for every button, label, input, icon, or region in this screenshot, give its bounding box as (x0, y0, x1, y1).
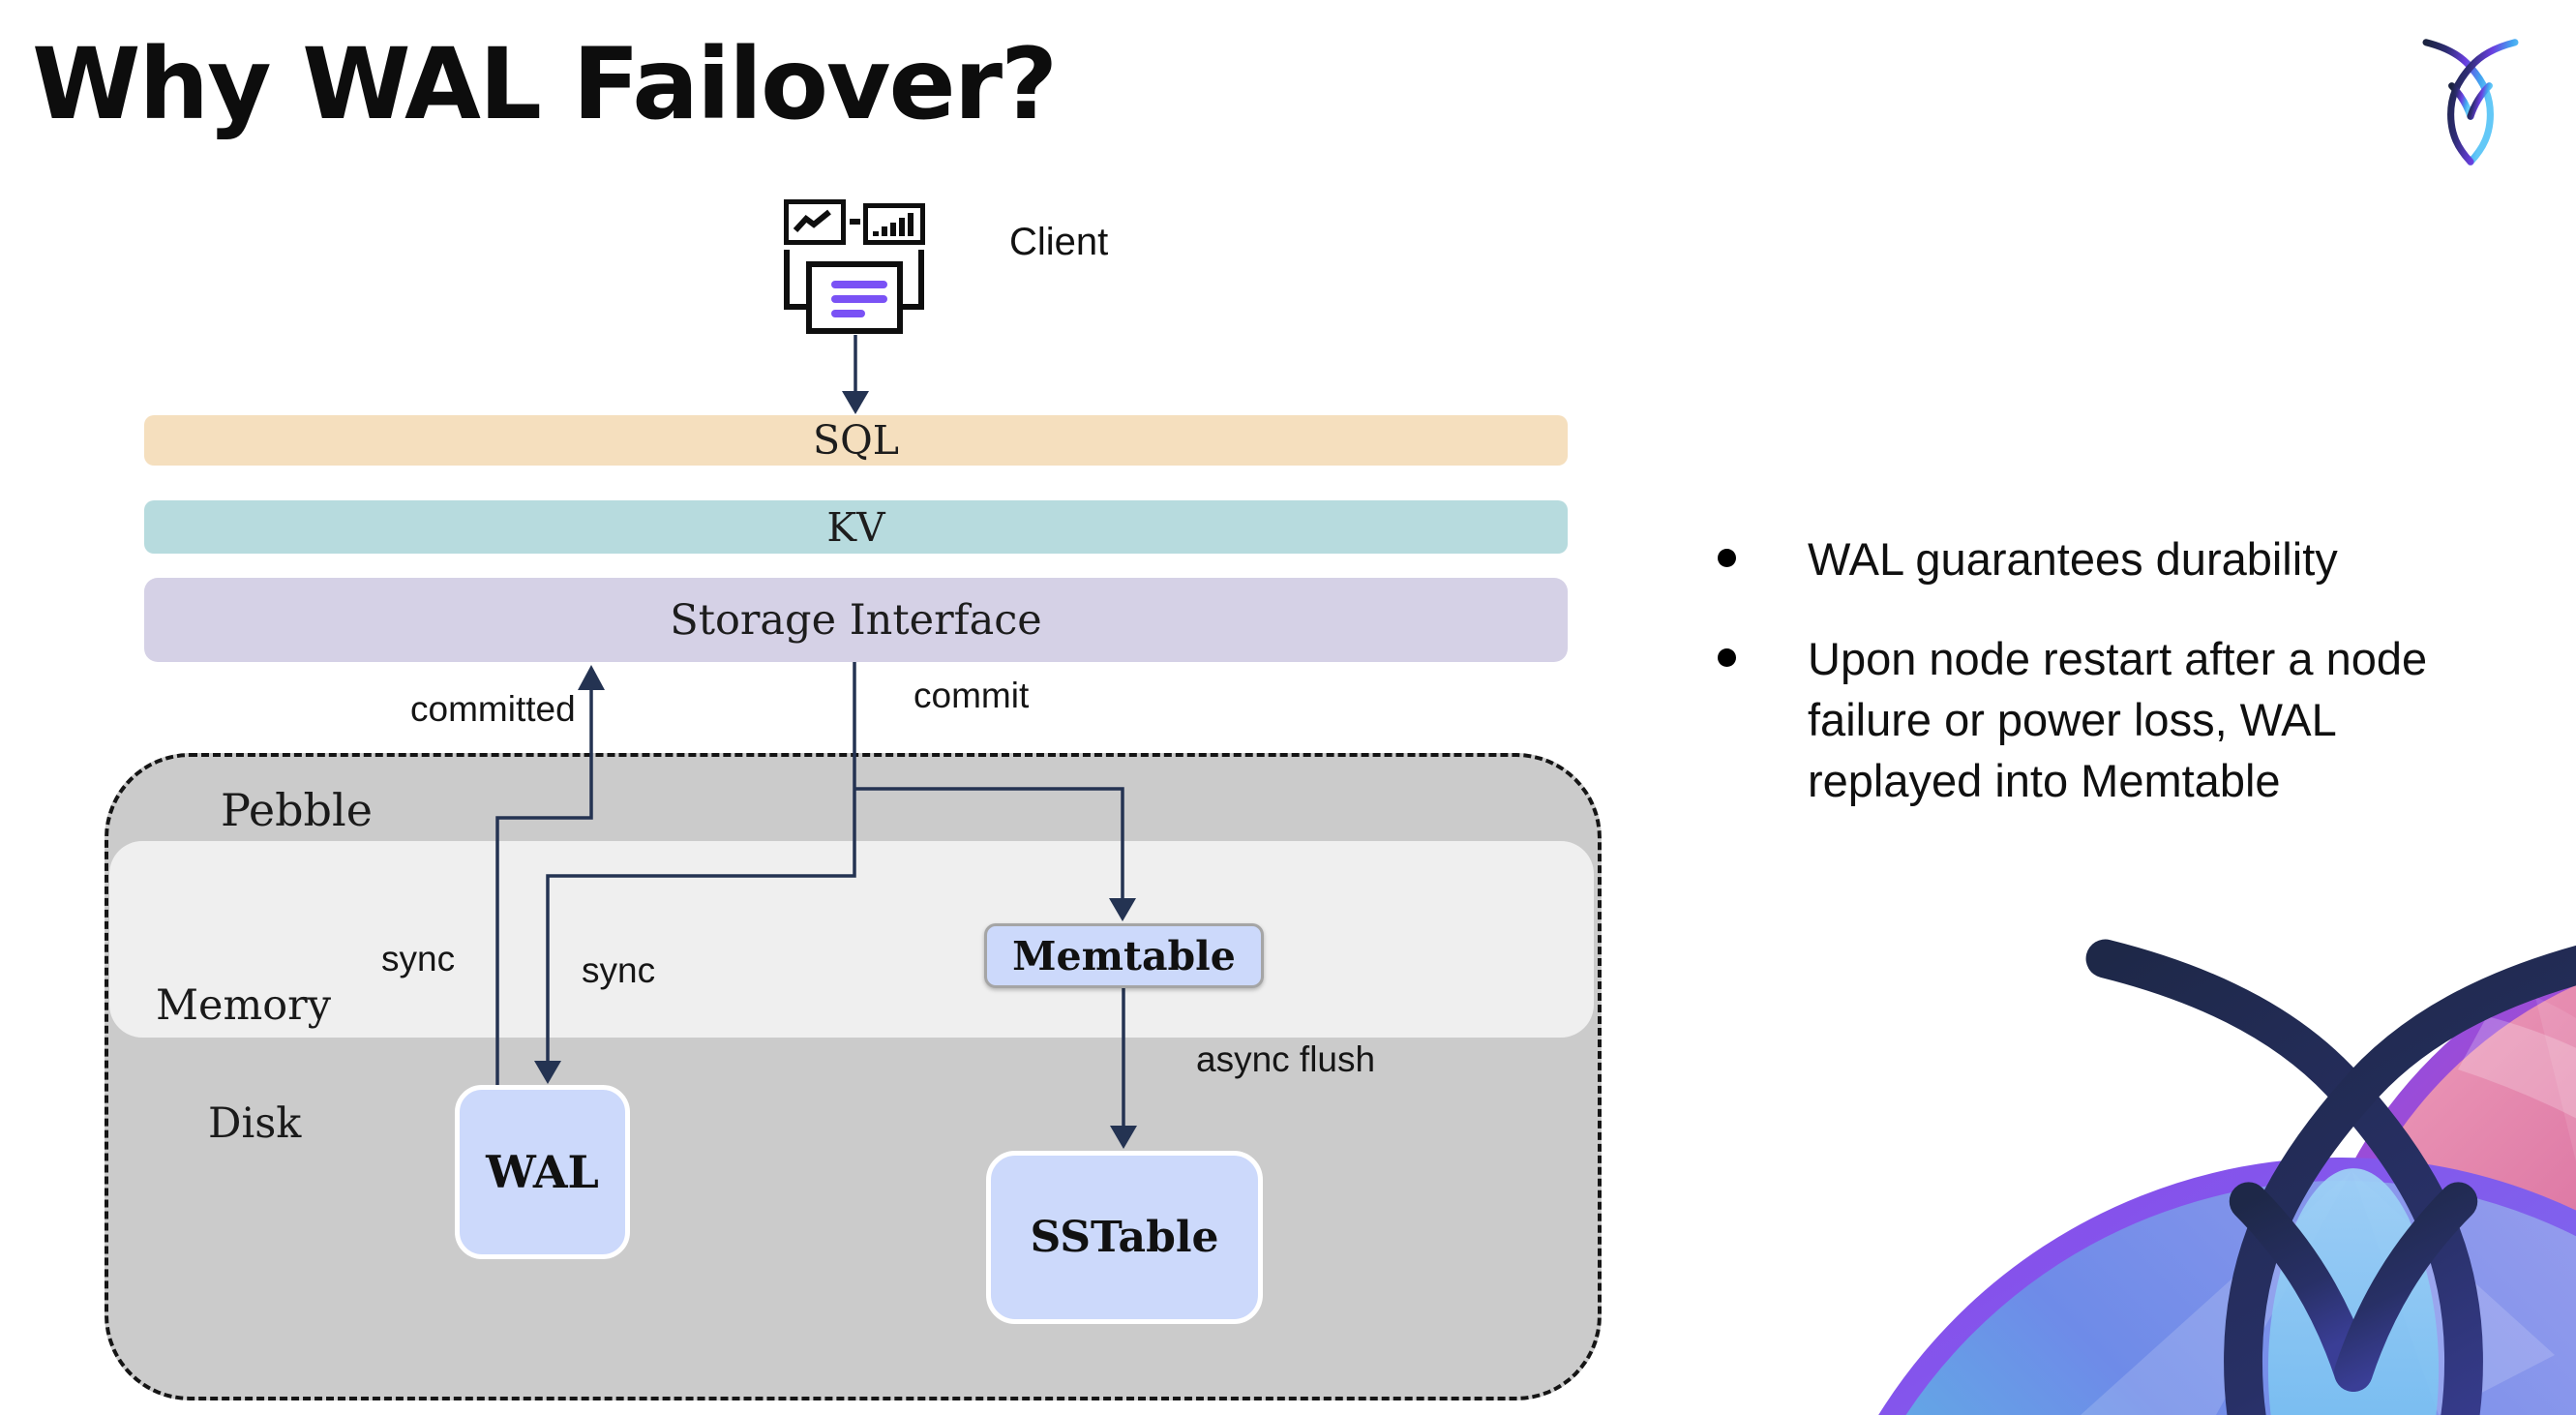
list-item: Upon node restart after a node failure o… (1692, 628, 2496, 811)
client-label: Client (1009, 221, 1109, 263)
memtable-node: Memtable (984, 923, 1264, 988)
sync-edge-label-right: sync (582, 950, 656, 990)
disk-label: Disk (208, 1099, 302, 1148)
bullet-list: WAL guarantees durability Upon node rest… (1692, 528, 2496, 811)
slide-title: Why WAL Failover? (32, 27, 1058, 142)
commit-edge-label: commit (914, 676, 1030, 715)
dash-icon (850, 219, 860, 225)
memory-label: Memory (156, 981, 331, 1030)
bar-chart-monitor-icon (863, 203, 925, 245)
sstable-node: SSTable (986, 1151, 1263, 1324)
pebble-label: Pebble (221, 784, 373, 836)
bracket-right-icon (899, 250, 924, 310)
layer-sql: SQL (144, 415, 1568, 466)
bullet-dot-icon (1718, 648, 1736, 667)
bullet-text: Upon node restart after a node failure o… (1808, 633, 2428, 806)
line-chart-monitor-icon (784, 199, 846, 245)
layer-kv: KV (144, 500, 1568, 554)
layer-storage-interface: Storage Interface (144, 578, 1568, 662)
bracket-left-icon (784, 250, 809, 310)
bullet-text: WAL guarantees durability (1808, 533, 2338, 585)
wal-node: WAL (455, 1085, 630, 1259)
async-flush-edge-label: async flush (1196, 1039, 1376, 1079)
bullet-dot-icon (1718, 549, 1736, 567)
document-icon (806, 261, 903, 334)
committed-edge-label: committed (410, 689, 576, 729)
list-item: WAL guarantees durability (1692, 528, 2496, 589)
memory-zone (109, 841, 1594, 1038)
sync-edge-label-left: sync (381, 939, 456, 978)
cockroachdb-logo-icon (2422, 39, 2519, 166)
